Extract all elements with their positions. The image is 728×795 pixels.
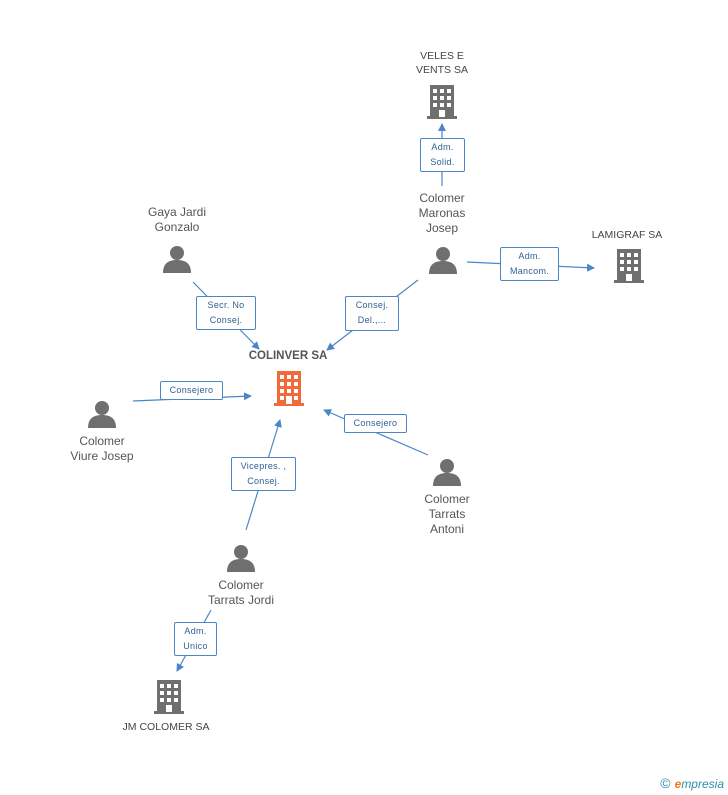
node-label-line-1: Gaya Jardi [147, 205, 207, 219]
node-colinver[interactable]: COLINVER SA [238, 349, 338, 409]
node-label-line-3: Antoni [429, 522, 465, 536]
edge-label-line-1: Consej. [355, 300, 389, 310]
edge-label-line-2: Del.,... [357, 315, 387, 325]
node-label-line-1: Colomer [424, 492, 470, 506]
node-label-line-2: Tarrats Jordi [207, 593, 275, 607]
node-colomer-viure-josep[interactable]: Colomer Viure Josep [60, 400, 144, 466]
edge-label-line-1: Adm. [518, 251, 541, 261]
edge-label-line-2: Solid. [430, 157, 455, 167]
node-lamigraf[interactable]: LAMIGRAF SA [585, 228, 669, 284]
building-icon [274, 371, 304, 406]
brand-logo-e: e [674, 777, 682, 791]
node-label-line-2: Gonzalo [154, 220, 200, 234]
edge-label-line-2: Mancom. [509, 266, 550, 276]
edge-label-line-1: Adm. [184, 626, 207, 636]
copyright-icon: © [660, 775, 671, 791]
edge-label-line-1: Consejero [169, 385, 214, 395]
node-label-line-2: Tarrats [428, 507, 466, 521]
node-veles-e-vents[interactable]: VELES E VENTS SA [402, 49, 482, 121]
person-icon [163, 246, 191, 273]
node-label: JM COLOMER SA [122, 721, 210, 733]
node-colomer-tarrats-antoni[interactable]: Colomer Tarrats Antoni [407, 458, 487, 538]
empresia-watermark: ©empresia [660, 775, 724, 791]
edge-label-gaya-colinver[interactable]: Secr. No Consej. [196, 296, 256, 330]
node-colomer-tarrats-jordi[interactable]: Colomer Tarrats Jordi [196, 544, 286, 610]
edge-label-line-1: Secr. No [207, 300, 245, 310]
node-colomer-maronas-josep[interactable]: Colomer Maronas Josep [402, 191, 482, 279]
node-label: LAMIGRAF SA [591, 229, 663, 241]
edge-label-line-1: Vicepres. , [240, 461, 287, 471]
node-label-line-1: VELES E [420, 50, 464, 62]
brand-logo: empresia [675, 777, 724, 791]
node-gaya-jardi-gonzalo[interactable]: Gaya Jardi Gonzalo [135, 205, 219, 277]
node-label-line-1: Colomer [218, 578, 264, 592]
node-label-line-3: Josep [425, 221, 459, 235]
building-icon [154, 680, 184, 714]
edge-label-jordi-colinver[interactable]: Vicepres. , Consej. [231, 457, 296, 491]
node-label-line-2: Viure Josep [70, 449, 134, 463]
person-icon [88, 401, 116, 428]
edge-label-line-1: Consejero [353, 418, 398, 428]
edge-label-jordi-jm[interactable]: Adm. Unico [174, 622, 217, 656]
edge-label-maronas-colinver[interactable]: Consej. Del.,... [345, 296, 399, 331]
node-label-line-2: VENTS SA [416, 64, 468, 76]
building-icon [427, 85, 457, 119]
edge-label-viure-colinver[interactable]: Consejero [160, 381, 223, 400]
node-label: COLINVER SA [248, 350, 328, 362]
edge-label-line-1: Adm. [431, 142, 454, 152]
edge-label-line-2: Unico [183, 641, 208, 651]
person-icon [429, 247, 457, 274]
node-label-line-1: Colomer [419, 191, 465, 205]
brand-logo-text: mpresia [681, 777, 724, 791]
node-label-line-1: Colomer [79, 434, 125, 448]
edge-label-maronas-veles[interactable]: Adm. Solid. [420, 138, 465, 172]
edge-label-line-2: Consej. [209, 315, 243, 325]
node-label-line-2: Maronas [418, 206, 466, 220]
edge-label-line-2: Consej. [247, 476, 280, 486]
edge-label-antoni-colinver[interactable]: Consejero [344, 414, 407, 433]
edge-label-maronas-lamigraf[interactable]: Adm. Mancom. [500, 247, 559, 281]
building-icon [614, 249, 644, 283]
node-jm-colomer[interactable]: JM COLOMER SA [116, 680, 216, 736]
person-icon [227, 545, 255, 572]
person-icon [433, 459, 461, 486]
